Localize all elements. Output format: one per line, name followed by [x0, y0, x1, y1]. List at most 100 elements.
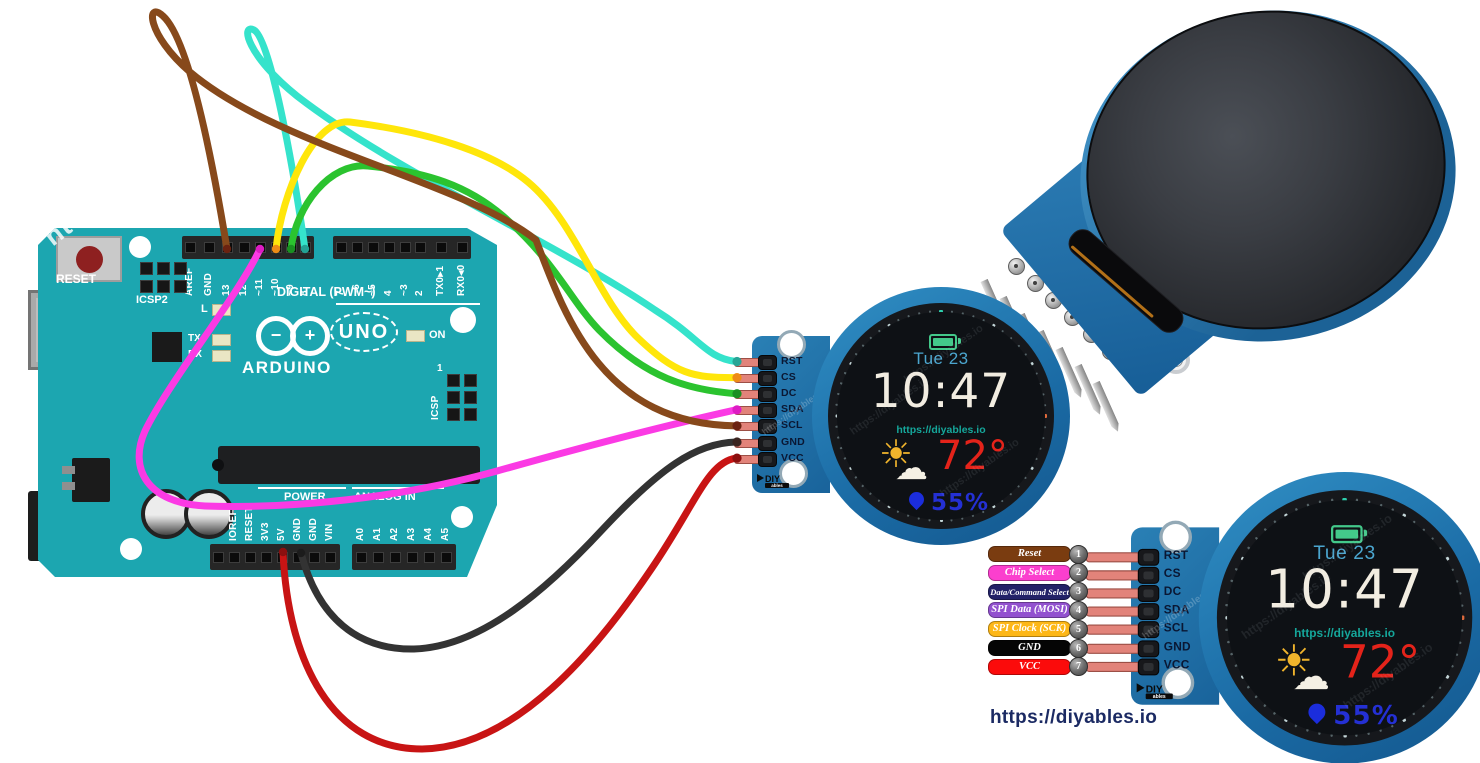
icsp-pin: [447, 374, 460, 387]
silkscreen-line: [258, 487, 346, 489]
pin-pad: [1137, 603, 1160, 621]
led-tx: [212, 334, 231, 346]
humidity-value: 55%: [1333, 701, 1399, 731]
icsp2-pin: [174, 280, 187, 293]
pin-label: ~3: [399, 283, 410, 296]
pin-label: 2: [414, 290, 425, 296]
icsp-pin1-label: 1: [437, 363, 443, 374]
arduino-uno-board: RESET ICSP2 L TX RX − + ARDUINO UNO ON 1…: [38, 228, 497, 577]
pin-pad: [758, 355, 777, 370]
pin-socket: [390, 552, 401, 563]
temperature-value: 72°: [1340, 636, 1421, 689]
temperature-value: 72°: [937, 433, 1008, 479]
led-l: [212, 304, 231, 316]
pin-label: CS: [1163, 567, 1181, 581]
logo-mark-icon: [1136, 683, 1145, 693]
watch-time: 10:47: [1265, 559, 1424, 622]
pin-socket: [400, 242, 411, 253]
mounting-hole: [451, 506, 473, 528]
pin-socket: [213, 552, 224, 563]
pin-socket: [239, 242, 250, 253]
pin-label: GND: [1163, 639, 1191, 654]
pin-label: GND: [203, 272, 214, 296]
pin-socket: [286, 242, 297, 253]
pin-socket: [352, 242, 363, 253]
pin-socket: [185, 242, 196, 253]
pin-label: 7: [335, 290, 346, 296]
pin-label: SDA: [781, 403, 804, 416]
logo-subtext: ables: [1145, 693, 1173, 700]
pin-pad: [1137, 567, 1160, 584]
pin-label: 13: [221, 284, 232, 296]
pin-label: RX0◂0: [456, 264, 467, 296]
pin-pad: [1137, 639, 1160, 657]
icsp2-label: ICSP2: [136, 294, 168, 306]
icsp-pin: [464, 391, 477, 404]
pin-label: 3V3: [260, 522, 271, 541]
pin-socket: [245, 552, 256, 563]
battery-icon: [1331, 525, 1368, 544]
on-label: ON: [429, 329, 446, 341]
pin-socket: [368, 242, 379, 253]
module-pin-row: VCC: [734, 451, 830, 467]
pin-socket: [441, 552, 452, 563]
pin-label: A1: [372, 527, 383, 541]
solder-pad: [1026, 275, 1044, 292]
icsp-pin: [447, 391, 460, 404]
pin-pad: [758, 451, 777, 467]
pin-socket: [222, 242, 233, 253]
pin-pad: [1137, 657, 1160, 675]
cloud-icon: ☁: [895, 448, 928, 487]
pin-socket: [384, 242, 395, 253]
pin-label: TX0▸1: [435, 265, 446, 296]
mounting-hole: [1159, 520, 1193, 554]
icsp-pin: [464, 374, 477, 387]
arduino-logo-plus-icon: +: [290, 316, 330, 356]
watch-time: 10:47: [870, 364, 1012, 419]
module-pin-row: CS: [1085, 567, 1219, 584]
module-pin-row: SDA: [734, 403, 830, 419]
legend-pill: GND: [988, 640, 1071, 657]
legend-pill: VCC: [988, 658, 1071, 675]
legend-number-badge: 3: [1069, 582, 1088, 602]
legend-number-badge: 4: [1069, 600, 1088, 620]
pin-pad: [1137, 621, 1160, 639]
icsp2-pin: [174, 262, 187, 275]
pin-label: SCL: [781, 419, 803, 432]
icsp2-pin: [157, 262, 170, 275]
pin-label: RST: [781, 355, 803, 367]
led-l-label: L: [201, 303, 208, 315]
icsp-label: ICSP: [430, 395, 441, 420]
silkscreen-line: [336, 303, 480, 305]
pin-socket: [271, 242, 282, 253]
pin-pad: [758, 403, 777, 419]
icsp-pin: [464, 408, 477, 421]
icsp2-pin: [140, 280, 153, 293]
module-pin-row: RST: [734, 355, 830, 370]
pin-socket: [229, 552, 240, 563]
pin-label: A5: [440, 527, 451, 541]
logo-text: DIY: [1145, 683, 1163, 695]
led-on: [406, 330, 425, 342]
module-pin-row: SCL: [734, 419, 830, 435]
site-url: https://diyables.io: [990, 707, 1158, 728]
watch-face-screen: Tue 23 10:47 https://diyables.io ☀ ☁ 72°…: [1227, 500, 1463, 736]
pin-label: DC: [1163, 585, 1182, 599]
watch-face-screen: Tue 23 10:47 https://diyables.io ☀ ☁ 72°…: [837, 312, 1045, 520]
led-rx-label: RX: [188, 349, 202, 360]
pin-pad: [758, 371, 777, 387]
pin-label: VCC: [781, 451, 804, 464]
voltage-regulator: [72, 458, 110, 502]
reset-button-cap: [76, 246, 103, 273]
pin-label: 5V: [276, 528, 287, 541]
pin-label: CS: [781, 371, 796, 384]
reset-label: RESET: [56, 272, 97, 286]
silkscreen-line: [352, 487, 444, 489]
cloud-icon: ☁: [1292, 653, 1330, 698]
legend-pill: Reset: [988, 546, 1071, 562]
legend-pill: SPI Data (MOSI): [988, 602, 1071, 619]
pin-label: RST: [1163, 548, 1189, 563]
